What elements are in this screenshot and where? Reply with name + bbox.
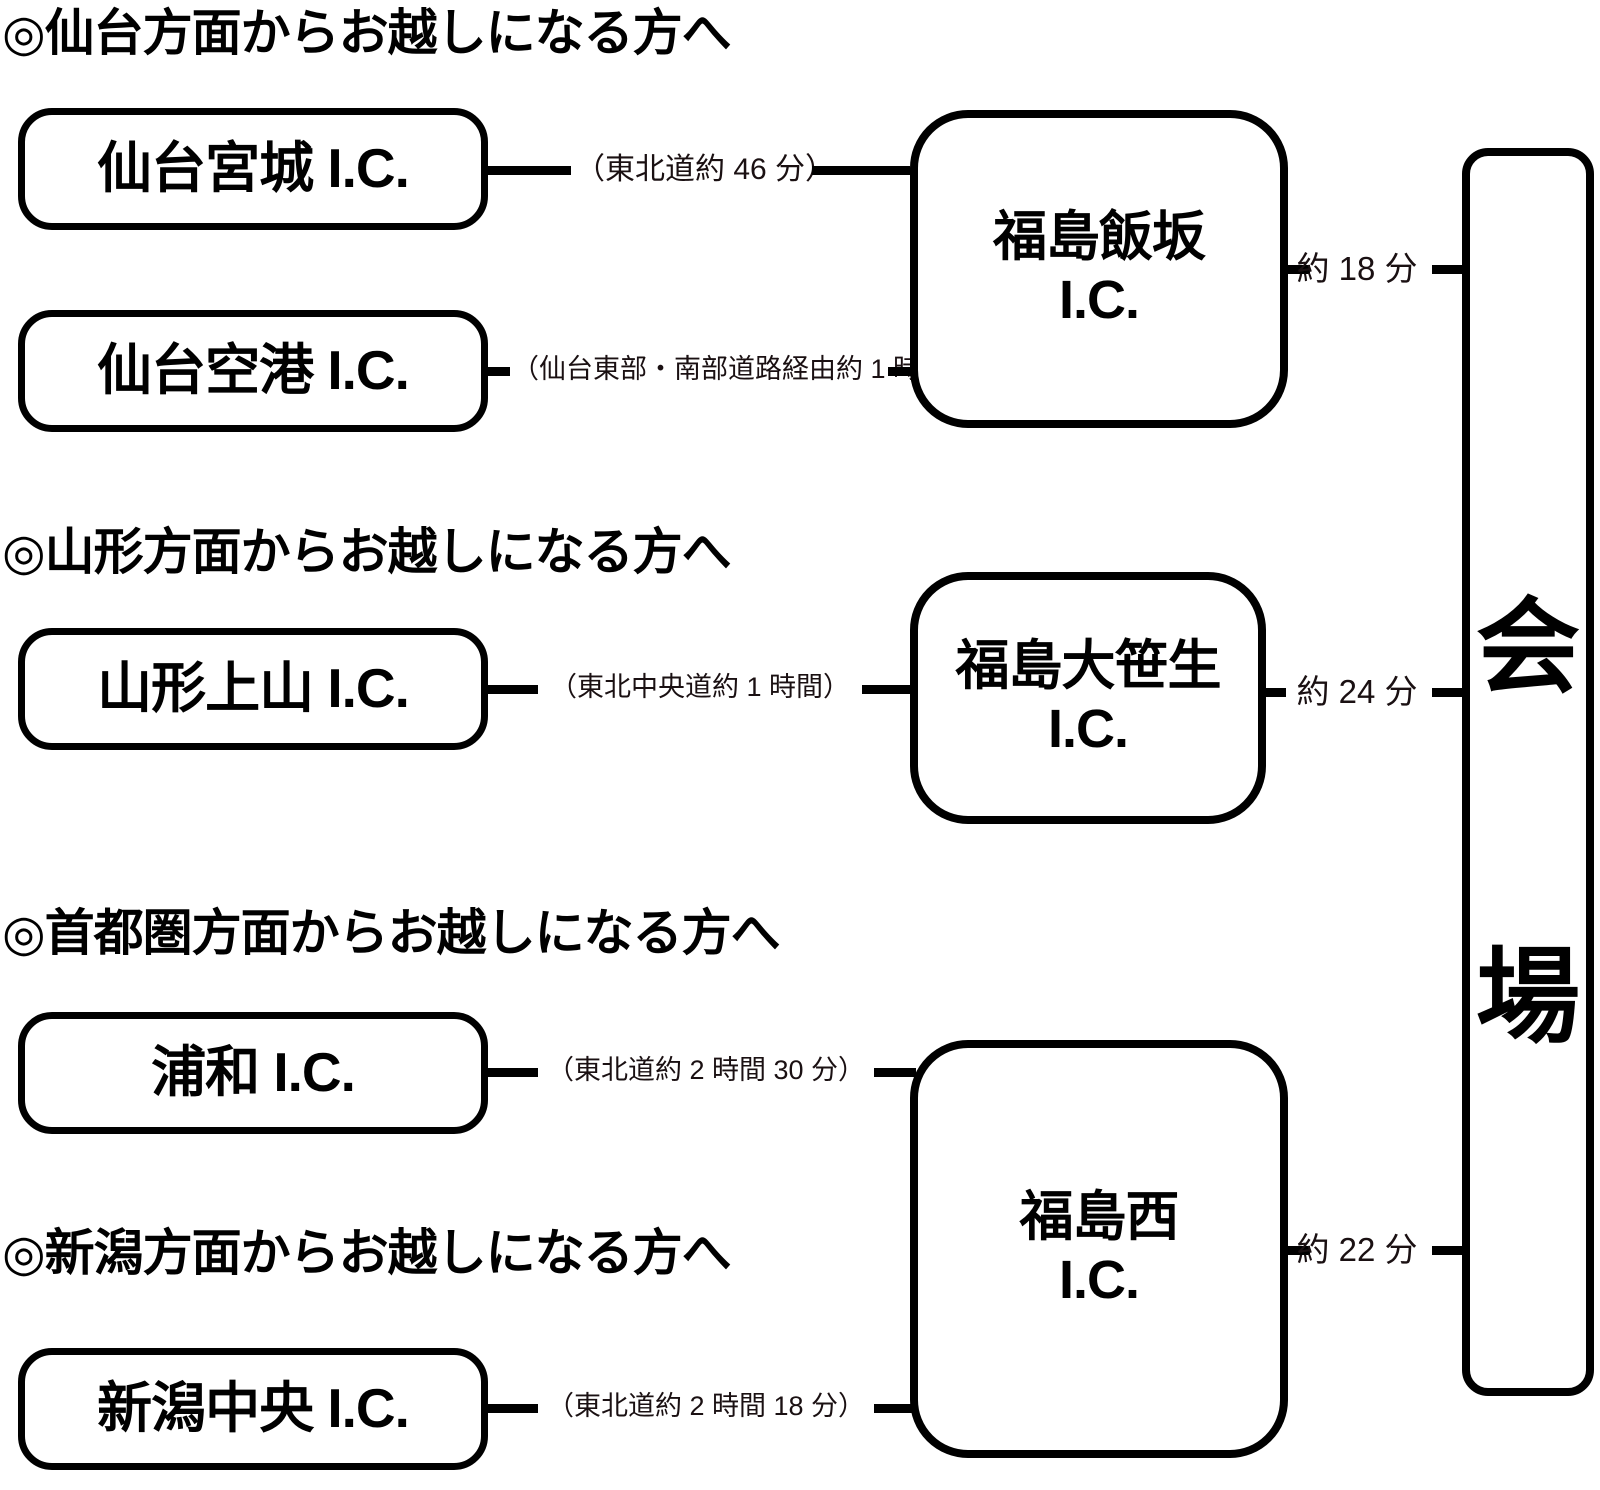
- connector-line-urawa-left: [488, 1068, 538, 1077]
- hub-box-fukushima-iizaka[interactable]: 福島飯坂 I.C.: [910, 110, 1288, 428]
- venue-label-char-2: 場: [1475, 940, 1580, 1056]
- connector-line-sendai-miyagi-left: [488, 166, 571, 175]
- hub-box-label-line2: I.C.: [1058, 270, 1140, 330]
- connector-label-sendai-airport: （仙台東部・南部道路経由約 1 時間）: [512, 354, 975, 384]
- connector-line-kaminoyama-right: [862, 685, 912, 694]
- connector-line-iizaka-venue-left: [1288, 265, 1310, 274]
- ic-box-yamagata-kaminoyama[interactable]: 山形上山 I.C.: [18, 628, 488, 750]
- travel-time-iizaka-to-venue: 約 18 分: [1296, 250, 1418, 287]
- hub-box-label: 福島飯坂 I.C.: [993, 206, 1206, 331]
- connector-line-urawa-right: [874, 1068, 916, 1077]
- section-heading-sendai: ◎仙台方面からお越しになる方へ: [2, 5, 732, 61]
- connector-label-niigata: （東北道約 2 時間 18 分）: [546, 1391, 866, 1421]
- ic-box-label: 浦和 I.C.: [151, 1041, 356, 1104]
- section-heading-niigata: ◎新潟方面からお越しになる方へ: [2, 1225, 732, 1281]
- ic-box-sendai-airport[interactable]: 仙台空港 I.C.: [18, 310, 488, 432]
- connector-line-kaminoyama-left: [488, 685, 538, 694]
- connector-line-iizaka-venue-right: [1432, 265, 1464, 274]
- venue-label-char-1: 会: [1475, 590, 1580, 706]
- ic-box-niigata-chuo[interactable]: 新潟中央 I.C.: [18, 1348, 488, 1470]
- venue-bar[interactable]: 会 場: [1462, 148, 1594, 1396]
- ic-box-label: 仙台宮城 I.C.: [97, 137, 410, 200]
- ic-box-label: 仙台空港 I.C.: [97, 339, 410, 402]
- ic-box-urawa[interactable]: 浦和 I.C.: [18, 1012, 488, 1134]
- connector-line-sendai-airport-right: [888, 367, 914, 376]
- hub-box-fukushima-ozaso[interactable]: 福島大笹生 I.C.: [910, 572, 1266, 824]
- ic-box-sendai-miyagi[interactable]: 仙台宮城 I.C.: [18, 108, 488, 230]
- section-heading-yamagata: ◎山形方面からお越しになる方へ: [2, 524, 732, 580]
- hub-box-label-line1: 福島西: [1019, 1187, 1180, 1248]
- connector-line-nishi-venue-right: [1432, 1246, 1464, 1255]
- hub-box-label: 福島大笹生 I.C.: [955, 635, 1222, 760]
- hub-box-label-line2: I.C.: [1047, 699, 1129, 759]
- hub-box-label: 福島西 I.C.: [1019, 1186, 1180, 1311]
- hub-box-label-line2: I.C.: [1058, 1250, 1140, 1310]
- hub-box-fukushima-nishi[interactable]: 福島西 I.C.: [910, 1040, 1288, 1458]
- hub-box-label-line1: 福島飯坂: [993, 207, 1206, 268]
- travel-time-nishi-to-venue: 約 22 分: [1296, 1231, 1418, 1268]
- connector-line-sendai-airport-left: [488, 367, 510, 376]
- connector-line-sendai-miyagi-right: [812, 166, 910, 175]
- connector-line-nishi-venue-left: [1288, 1246, 1310, 1255]
- ic-box-label: 山形上山 I.C.: [97, 657, 410, 720]
- hub-box-label-line1: 福島大笹生: [955, 636, 1222, 697]
- connector-label-sendai-miyagi: （東北道約 46 分）: [575, 153, 836, 186]
- connector-label-urawa: （東北道約 2 時間 30 分）: [546, 1055, 866, 1085]
- connector-line-niigata-left: [488, 1404, 538, 1413]
- travel-time-ozaso-to-venue: 約 24 分: [1296, 673, 1418, 710]
- connector-label-kaminoyama: （東北中央道約 1 時間）: [549, 672, 851, 702]
- connector-line-ozaso-venue-left: [1266, 688, 1286, 697]
- connector-line-niigata-right: [874, 1404, 916, 1413]
- connector-line-ozaso-venue-right: [1432, 688, 1464, 697]
- section-heading-shutoken: ◎首都圏方面からお越しになる方へ: [2, 905, 781, 961]
- ic-box-label: 新潟中央 I.C.: [97, 1377, 410, 1440]
